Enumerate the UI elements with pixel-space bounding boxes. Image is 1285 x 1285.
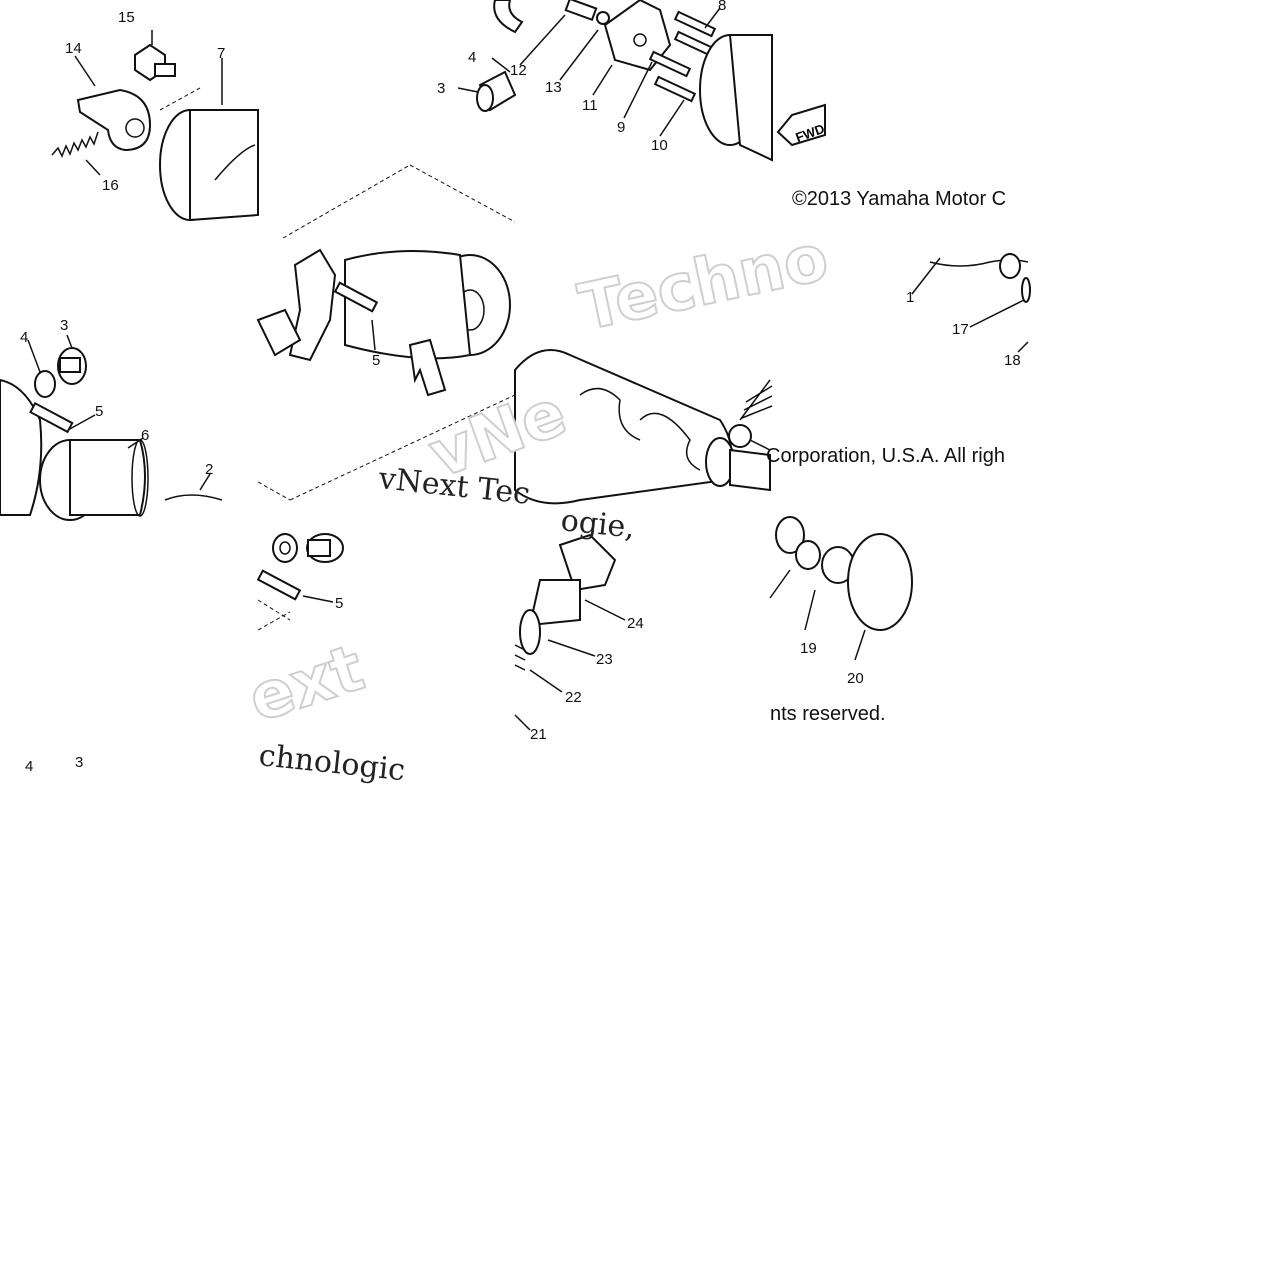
tile-mid-left	[0, 334, 223, 521]
callout-11: 11	[582, 97, 598, 114]
callout-14: 14	[65, 40, 82, 57]
tile-top-center: FWD	[457, 0, 826, 162]
drum-6-body	[69, 439, 146, 516]
shift-fork-left	[0, 378, 43, 516]
lever-hole	[125, 118, 145, 138]
callout-9: 9	[617, 119, 625, 136]
washer-18	[1021, 277, 1031, 303]
callout-22: 22	[565, 689, 582, 706]
copyright-line-2: Corporation, U.S.A. All righ	[766, 445, 1005, 467]
pin-5-left	[29, 401, 74, 434]
roller-left	[272, 533, 298, 563]
cam-groove-1	[579, 387, 641, 441]
return-spring	[51, 131, 99, 158]
drum-cover-slot	[214, 144, 256, 181]
dowel-pin-4	[653, 75, 697, 103]
tile-lower-center	[256, 533, 344, 631]
watermark-ext: ext	[240, 631, 373, 737]
tile-center	[256, 164, 516, 501]
callouts: 15 14 7 16 12 4 3 13 11 9 10 8 1 17 18 4…	[20, 0, 1021, 775]
callout-23: 23	[596, 651, 613, 668]
circlip-19	[795, 540, 821, 570]
callout-4-mid: 4	[20, 329, 28, 346]
tile-mid-right: Corporation, U.S.A. All righ	[766, 445, 1005, 467]
drum-end-body	[728, 34, 773, 162]
dowel-pin-1	[673, 10, 717, 38]
callout-10: 10	[651, 137, 668, 154]
shift-fork-2	[256, 308, 302, 357]
callout-20: 20	[847, 670, 864, 687]
callout-15: 15	[118, 9, 135, 26]
copyright-line-1: ©2013 Yamaha Motor C	[792, 188, 1006, 210]
washer-19a	[775, 516, 805, 554]
gasket-23	[519, 609, 541, 655]
callout-12: 12	[510, 62, 527, 79]
segment-arc	[493, 0, 524, 34]
callout-16: 16	[102, 177, 119, 194]
callout-19: 19	[800, 640, 817, 657]
callout-13: 13	[545, 79, 562, 96]
callout-5-mid: 5	[95, 403, 103, 420]
callout-7: 7	[217, 45, 225, 62]
lever-arm	[76, 88, 152, 152]
callout-2: 2	[205, 461, 213, 478]
tile-top-left	[51, 30, 259, 222]
lock-washer	[596, 11, 610, 25]
collar	[999, 253, 1021, 279]
detent-ball	[728, 424, 752, 448]
shift-fork-1	[288, 248, 337, 362]
copyright-line-3: nts reserved.	[770, 703, 886, 725]
stopper-bolt-shank	[154, 63, 176, 77]
fwd-arrow	[776, 103, 826, 147]
callout-21: 21	[530, 726, 547, 743]
plug-cap-20	[847, 533, 913, 631]
tile-lower-right: nts reserved.	[514, 516, 913, 731]
pin-5-center	[333, 281, 379, 313]
thread-22	[514, 644, 526, 671]
callout-3-top: 3	[437, 80, 445, 97]
callout-3-mid: 3	[60, 317, 68, 334]
watermark-chnologic: chnologic	[257, 738, 407, 788]
callout-4-top: 4	[468, 49, 476, 66]
drum-cover-body	[189, 109, 259, 222]
pin-5-lower	[256, 569, 302, 601]
screw	[564, 0, 598, 22]
drum-2-edge	[164, 494, 223, 501]
callout-17: 17	[952, 321, 969, 338]
callout-5-lower: 5	[335, 595, 343, 612]
callout-3-bottom: 3	[75, 754, 83, 771]
dowel-pin-3	[648, 50, 692, 78]
cam-roller-pin	[59, 357, 81, 373]
cam-drum-shaft	[729, 448, 771, 492]
callout-24: 24	[627, 615, 644, 632]
tile-center-right	[514, 349, 773, 505]
shift-drum-body	[344, 250, 472, 360]
callout-6: 6	[141, 427, 149, 444]
callout-5-center: 5	[372, 352, 380, 369]
callout-4-bottom: 4	[25, 758, 33, 775]
roller-pin	[307, 539, 331, 557]
cam-groove-2	[639, 412, 701, 471]
watermark-ogie: ogie,	[559, 503, 636, 546]
callout-18: 18	[1004, 352, 1021, 369]
detent-spring	[739, 379, 773, 421]
shift-fork-3	[408, 338, 447, 397]
callout-1: 1	[906, 289, 914, 306]
callout-8: 8	[718, 0, 726, 14]
segment-plate-hole	[633, 33, 647, 47]
cam-follower-end	[476, 84, 494, 112]
tile-top-right: ©2013 Yamaha Motor C	[792, 188, 1031, 353]
guide-bar-collar	[34, 370, 56, 398]
watermark-techno: Techno	[573, 221, 834, 346]
